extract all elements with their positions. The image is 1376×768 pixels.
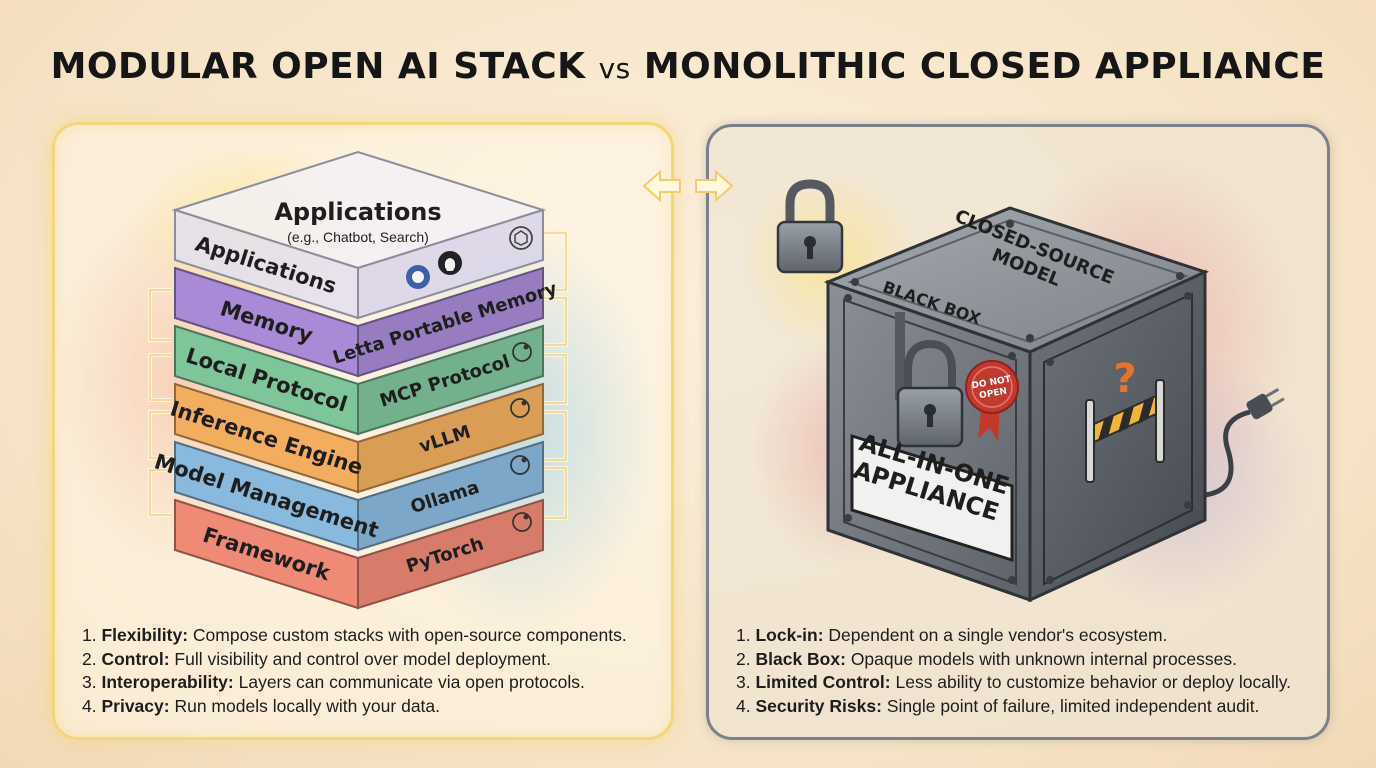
padlock-icon [776,179,844,274]
title-left: MODULAR OPEN AI STACK [50,46,586,87]
closed-appliance-box: CLOSED-SOURCE MODEL BLACK BOX DO NOT OPE… [823,206,1285,603]
open-stack-benefits: 1. Flexibility: Compose custom stacks wi… [82,624,627,718]
barrier-icon: ? [1085,356,1165,483]
network-icon [512,342,532,362]
front-padlock-icon [896,339,964,448]
github-icon [438,251,462,275]
closed-appliance-drawbacks: 1. Lock-in: Dependent on a single vendor… [736,624,1291,718]
ubuntu-icon [406,265,430,289]
pytorch-icon [512,512,532,532]
plug-icon [1246,387,1285,420]
page-title: MODULAR OPEN AI STACK vs MONOLITHIC CLOS… [0,46,1376,87]
drawback-item: 1. Lock-in: Dependent on a single vendor… [736,625,1168,645]
top-slab-subtitle: (e.g., Chatbot, Search) [287,229,429,245]
drawback-item: 2. Black Box: Opaque models with unknown… [736,648,1238,669]
drawback-item: 4. Security Risks: Single point of failu… [736,695,1260,716]
drawback-item: 3. Limited Control: Less ability to cust… [736,672,1292,692]
ollama-icon [510,455,530,475]
stack-connectors-stroke [149,232,567,519]
power-cord [1204,409,1251,498]
benefit-item: 2. Control: Full visibility and control … [82,648,551,669]
title-vs: vs [598,52,631,85]
comparison-arrow-icon [642,169,734,203]
do-not-open-seal: DO NOT OPEN [965,360,1019,442]
benefit-item: 3. Interoperability: Layers can communic… [82,672,585,692]
top-slab-title: Applications [274,198,441,226]
benefit-item: 1. Flexibility: Compose custom stacks wi… [82,625,627,645]
question-mark: ? [1113,356,1136,402]
openai-icon [510,398,530,418]
benefit-item: 4. Privacy: Run models locally with your… [82,695,441,716]
title-right: MONOLITHIC CLOSED APPLIANCE [643,46,1326,87]
openai-icon [509,226,533,250]
svg-text:OPEN: OPEN [979,387,1008,402]
